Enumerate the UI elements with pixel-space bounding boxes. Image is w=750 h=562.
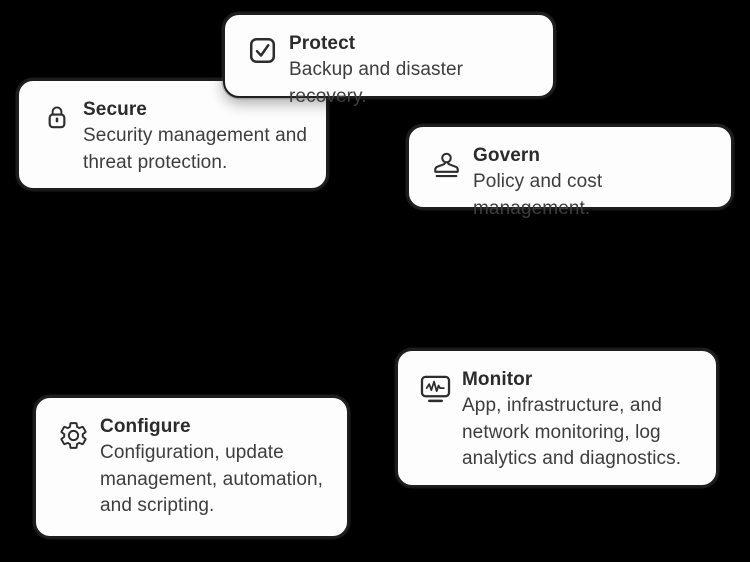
card-govern: Govern Policy and cost management.	[407, 125, 733, 219]
card-monitor-description: App, infrastructure, and network monitor…	[462, 395, 682, 469]
card-secure-description: Security management and threat protectio…	[83, 125, 308, 173]
card-protect: Protect Backup and disaster recovery.	[223, 13, 555, 107]
stamp-icon	[430, 149, 463, 182]
card-configure-title: Configure	[100, 416, 191, 437]
gear-icon	[57, 420, 90, 451]
card-secure-text: Secure Security management and threat pr…	[83, 97, 308, 176]
card-protect-title: Protect	[289, 33, 356, 54]
card-govern-description: Policy and cost management.	[473, 171, 603, 219]
card-configure: Configure Configuration, update manageme…	[34, 396, 349, 538]
monitor-pulse-icon	[419, 373, 452, 404]
card-secure-title: Secure	[83, 99, 147, 120]
card-protect-description: Backup and disaster recovery.	[289, 59, 464, 107]
card-govern-text: Govern Policy and cost management.	[473, 143, 713, 222]
card-configure-description: Configuration, update management, automa…	[100, 442, 324, 516]
card-protect-text: Protect Backup and disaster recovery.	[289, 31, 535, 110]
card-configure-text: Configure Configuration, update manageme…	[100, 414, 329, 520]
lock-icon	[40, 103, 73, 131]
checkbox-check-icon	[246, 37, 279, 64]
card-monitor: Monitor App, infrastructure, and network…	[396, 349, 718, 487]
card-monitor-title: Monitor	[462, 369, 533, 390]
card-govern-title: Govern	[473, 145, 541, 166]
card-monitor-text: Monitor App, infrastructure, and network…	[462, 367, 698, 473]
